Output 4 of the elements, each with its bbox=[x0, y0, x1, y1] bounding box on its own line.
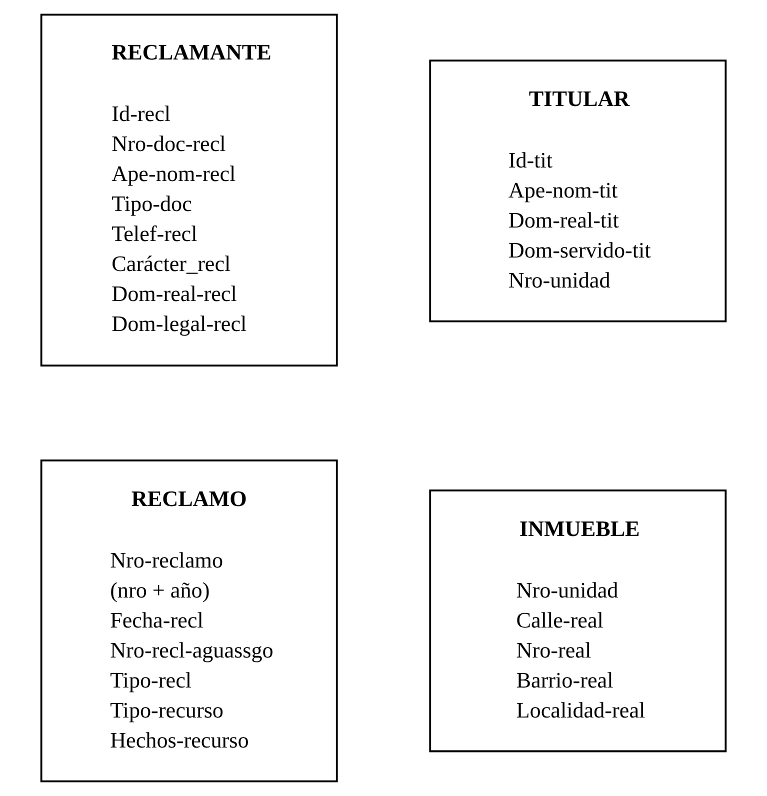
node-box: TITULAR Id-tit Ape-nom-tit Dom-real-tit Dom-servido-tit Nro-unidad bbox=[429, 60, 727, 322]
node-box: INMUEBLE Nro-unidad Calle-real Nro-real Barrio-real Localidad-real bbox=[429, 490, 727, 752]
node-box: RECLAMO Nro-reclamo (nro + año) Fecha-recl Nro-recl-aguassgo Tipo-recl Tipo-recurso Hechos-recurso bbox=[40, 459, 338, 782]
node-box: RECLAMANTE Id-recl Nro-doc-recl Ape-nom-recl Tipo-doc Telef-recl Carácter_recl Dom-real-recl Dom-legal-recl bbox=[40, 14, 338, 367]
